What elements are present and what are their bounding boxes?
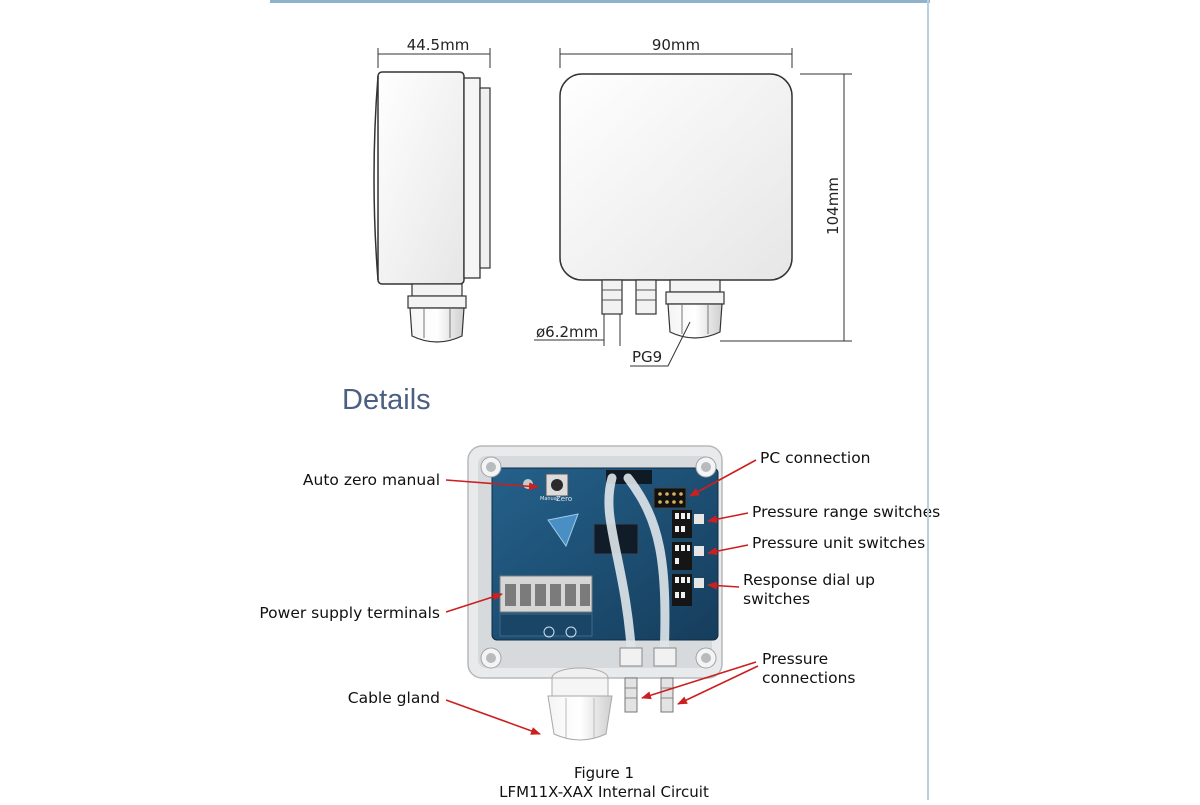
callout-pressure-connections-line2: connections	[762, 669, 855, 687]
housing-side-curve	[373, 75, 379, 281]
side-gland-cap	[409, 307, 465, 343]
housing-side-lip	[479, 87, 491, 269]
front-pressure-ports	[601, 279, 657, 315]
arrow-pressure-connection-left	[641, 661, 757, 700]
internal-circuit-illustration: Manual Zero	[467, 445, 723, 741]
pressure-tube-left	[604, 473, 637, 665]
side-gland-hex	[407, 295, 467, 309]
callout-pc-connection: PC connection	[760, 449, 871, 467]
svg-text:Manual: Manual	[540, 496, 558, 502]
side-view-drawing: 44.5mm	[373, 36, 491, 343]
arrow-response-switches	[707, 581, 740, 590]
front-cable-gland	[665, 279, 725, 339]
callout-power-supply-terminals: Power supply terminals	[259, 604, 440, 622]
front-view-drawing: 90mm 104mm	[534, 36, 852, 367]
housing-front-body	[559, 73, 793, 281]
width-dimension-label: 90mm	[652, 36, 700, 54]
arrow-pc-connection	[689, 459, 757, 497]
gland-thread-leader	[630, 321, 691, 367]
pressure-tube-right	[623, 473, 670, 665]
port-diameter-label: ø6.2mm	[536, 323, 598, 341]
callouts-right: PC connection Pressure range switches Pr…	[641, 449, 940, 705]
power-terminal-block	[499, 575, 593, 638]
pressure-unit-dip-switch	[672, 542, 704, 570]
side-gland-nut	[411, 283, 463, 297]
svg-text:Zero: Zero	[556, 495, 572, 503]
figure-number: Figure 1	[574, 764, 634, 782]
frame-top-border	[270, 0, 930, 3]
response-dip-switch	[672, 574, 704, 606]
arrow-pressure-connection-right	[677, 665, 759, 705]
callouts-left: Auto zero manual Power supply terminals …	[259, 471, 541, 735]
cable-gland-photo	[547, 667, 613, 741]
depth-dimension-label: 44.5mm	[407, 36, 470, 54]
corner-screws	[480, 456, 717, 669]
details-heading: Details	[342, 384, 431, 416]
callout-auto-zero-manual: Auto zero manual	[303, 471, 440, 489]
frame-right-border	[927, 0, 929, 800]
arrow-power-terminals	[445, 592, 503, 613]
arrow-unit-switches	[707, 544, 749, 556]
arrow-range-switches	[707, 512, 749, 524]
callout-pressure-unit-switches: Pressure unit switches	[752, 534, 925, 552]
height-dimension-label: 104mm	[824, 177, 842, 235]
arrow-cable-gland	[445, 699, 541, 735]
callout-cable-gland: Cable gland	[348, 689, 440, 707]
pressure-range-dip-switch	[672, 510, 704, 538]
housing-side-lid	[463, 77, 481, 279]
board-logo-mark	[547, 513, 579, 548]
callout-pressure-range-switches: Pressure range switches	[752, 503, 940, 521]
pc-connector-header	[653, 487, 687, 509]
callout-pressure-connections-line1: Pressure	[762, 650, 828, 668]
callout-response-dial-up-line2: switches	[743, 590, 810, 608]
figure-title: LFM11X-XAX Internal Circuit	[499, 783, 709, 800]
arrow-auto-zero	[445, 479, 539, 491]
callout-response-dial-up-line1: Response dial up	[743, 571, 875, 589]
pressure-connection-nozzles	[624, 677, 674, 713]
gland-thread-label: PG9	[632, 348, 662, 366]
housing-side-body	[377, 71, 465, 285]
